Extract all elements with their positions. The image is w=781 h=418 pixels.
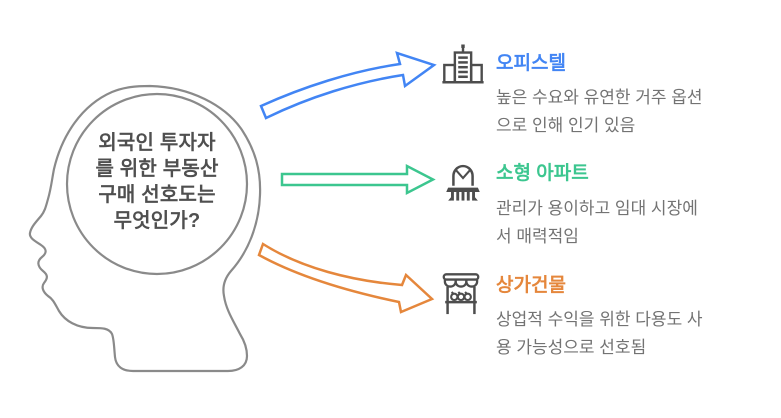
office-building-icon — [442, 44, 484, 84]
item-description-commercial-building: 상업적 수익을 위한 다용도 사 용 가능성으로 선호됨 — [496, 306, 781, 362]
storefront-icon — [442, 273, 480, 315]
description-line: 으로 인해 인기 있음 — [496, 116, 636, 135]
description-line: 용 가능성으로 선호됨 — [496, 338, 647, 357]
item-title-commercial-building: 상가건물 — [496, 275, 566, 296]
straight-arrow-green — [280, 163, 436, 196]
curved-up-arrow-blue — [259, 51, 437, 120]
question-line: 를 위한 부동산 — [95, 158, 219, 180]
thought-circle — [65, 92, 249, 276]
question-line: 무엇인가? — [113, 210, 201, 232]
item-title-small-apartment: 소형 아파트 — [496, 163, 589, 184]
curved-down-arrow-orange — [257, 242, 435, 314]
description-line: 서 매력적임 — [496, 227, 579, 246]
question-text: 외국인 투자자 를 위한 부동산 구매 선호도는 무엇인가? — [37, 130, 277, 234]
description-line: 관리가 용이하고 임대 시장에 — [496, 199, 698, 218]
description-line: 높은 수요와 유연한 거주 옵션 — [496, 88, 703, 107]
question-line: 외국인 투자자 — [98, 132, 216, 154]
item-title-officetel: 오피스텔 — [496, 53, 566, 74]
item-description-officetel: 높은 수요와 유연한 거주 옵션 으로 인해 인기 있음 — [496, 84, 781, 140]
description-line: 상업적 수익을 위한 다용도 사 — [496, 310, 703, 329]
item-description-small-apartment: 관리가 용이하고 임대 시장에 서 매력적임 — [496, 195, 781, 251]
apartment-balcony-icon — [446, 164, 480, 201]
question-line: 구매 선호도는 — [98, 184, 216, 206]
